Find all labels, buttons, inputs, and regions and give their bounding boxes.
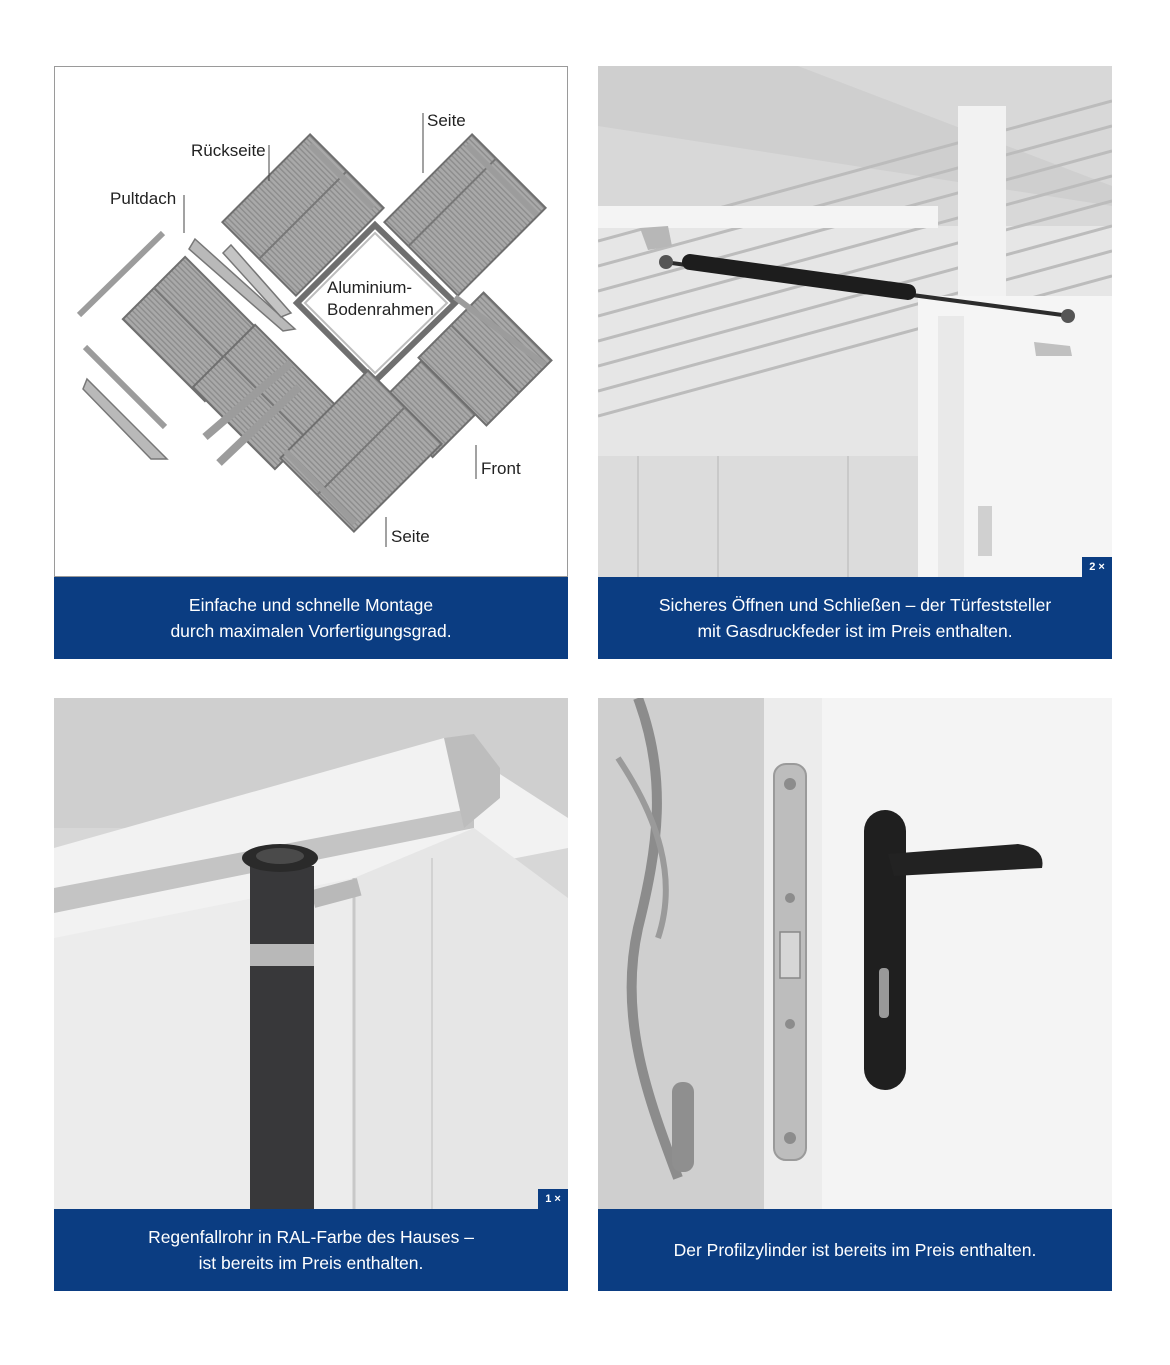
- quantity-badge: 2 ×: [1082, 557, 1112, 577]
- caption: Sicheres Öffnen und Schließen – der Türf…: [598, 577, 1112, 659]
- label-aluminium-bodenrahmen: Aluminium- Bodenrahmen: [327, 277, 434, 321]
- caption: Der Profilzylinder ist bereits im Preis …: [598, 1209, 1112, 1291]
- downpipe-photo: 1 ×: [54, 698, 568, 1209]
- caption-line-1: Sicheres Öffnen und Schließen – der Türf…: [658, 595, 1052, 615]
- caption-line-2: mit Gasdruckfeder ist im Preis enthalten…: [697, 621, 1013, 641]
- caption-line-2: durch maximalen Vorfertigungsgrad.: [170, 621, 452, 641]
- caption-line-1: Der Profilzylinder ist bereits im Preis …: [673, 1240, 1037, 1260]
- quantity-badge: 1 ×: [538, 1189, 568, 1209]
- gas-spring-illustration: [598, 66, 1112, 577]
- lock-card: Der Profilzylinder ist bereits im Preis …: [598, 698, 1112, 1291]
- label-aluminium: Aluminium-: [327, 278, 413, 297]
- caption-line-1: Regenfallrohr in RAL-Farbe des Hauses –: [148, 1227, 474, 1247]
- label-seite-bottom: Seite: [391, 527, 430, 546]
- lock-photo: [598, 698, 1112, 1209]
- caption-line-1: Einfache und schnelle Montage: [188, 595, 434, 615]
- door-handle-illustration: [598, 698, 1112, 1209]
- label-seite-top: Seite: [427, 111, 466, 130]
- exploded-parts-illustration: [76, 113, 553, 547]
- caption-line-2: ist bereits im Preis enthalten.: [198, 1253, 424, 1273]
- label-pultdach: Pultdach: [110, 189, 177, 208]
- door-stay-photo: 2 ×: [598, 66, 1112, 577]
- caption: Regenfallrohr in RAL-Farbe des Hauses – …: [54, 1209, 568, 1291]
- label-bodenrahmen: Bodenrahmen: [327, 300, 434, 319]
- label-front: Front: [481, 459, 521, 478]
- assembly-diagram: Pultdach Rückseite Seite Aluminium- Bode…: [54, 66, 568, 577]
- downpipe-illustration: [54, 698, 568, 1209]
- downpipe-card: 1 × Regenfallrohr in RAL-Farbe des Hause…: [54, 698, 568, 1291]
- caption: Einfache und schnelle Montage durch maxi…: [54, 577, 568, 659]
- assembly-card: Pultdach Rückseite Seite Aluminium- Bode…: [54, 66, 568, 659]
- label-rueckseite: Rückseite: [191, 141, 266, 160]
- door-stay-card: 2 × Sicheres Öffnen und Schließen – der …: [598, 66, 1112, 659]
